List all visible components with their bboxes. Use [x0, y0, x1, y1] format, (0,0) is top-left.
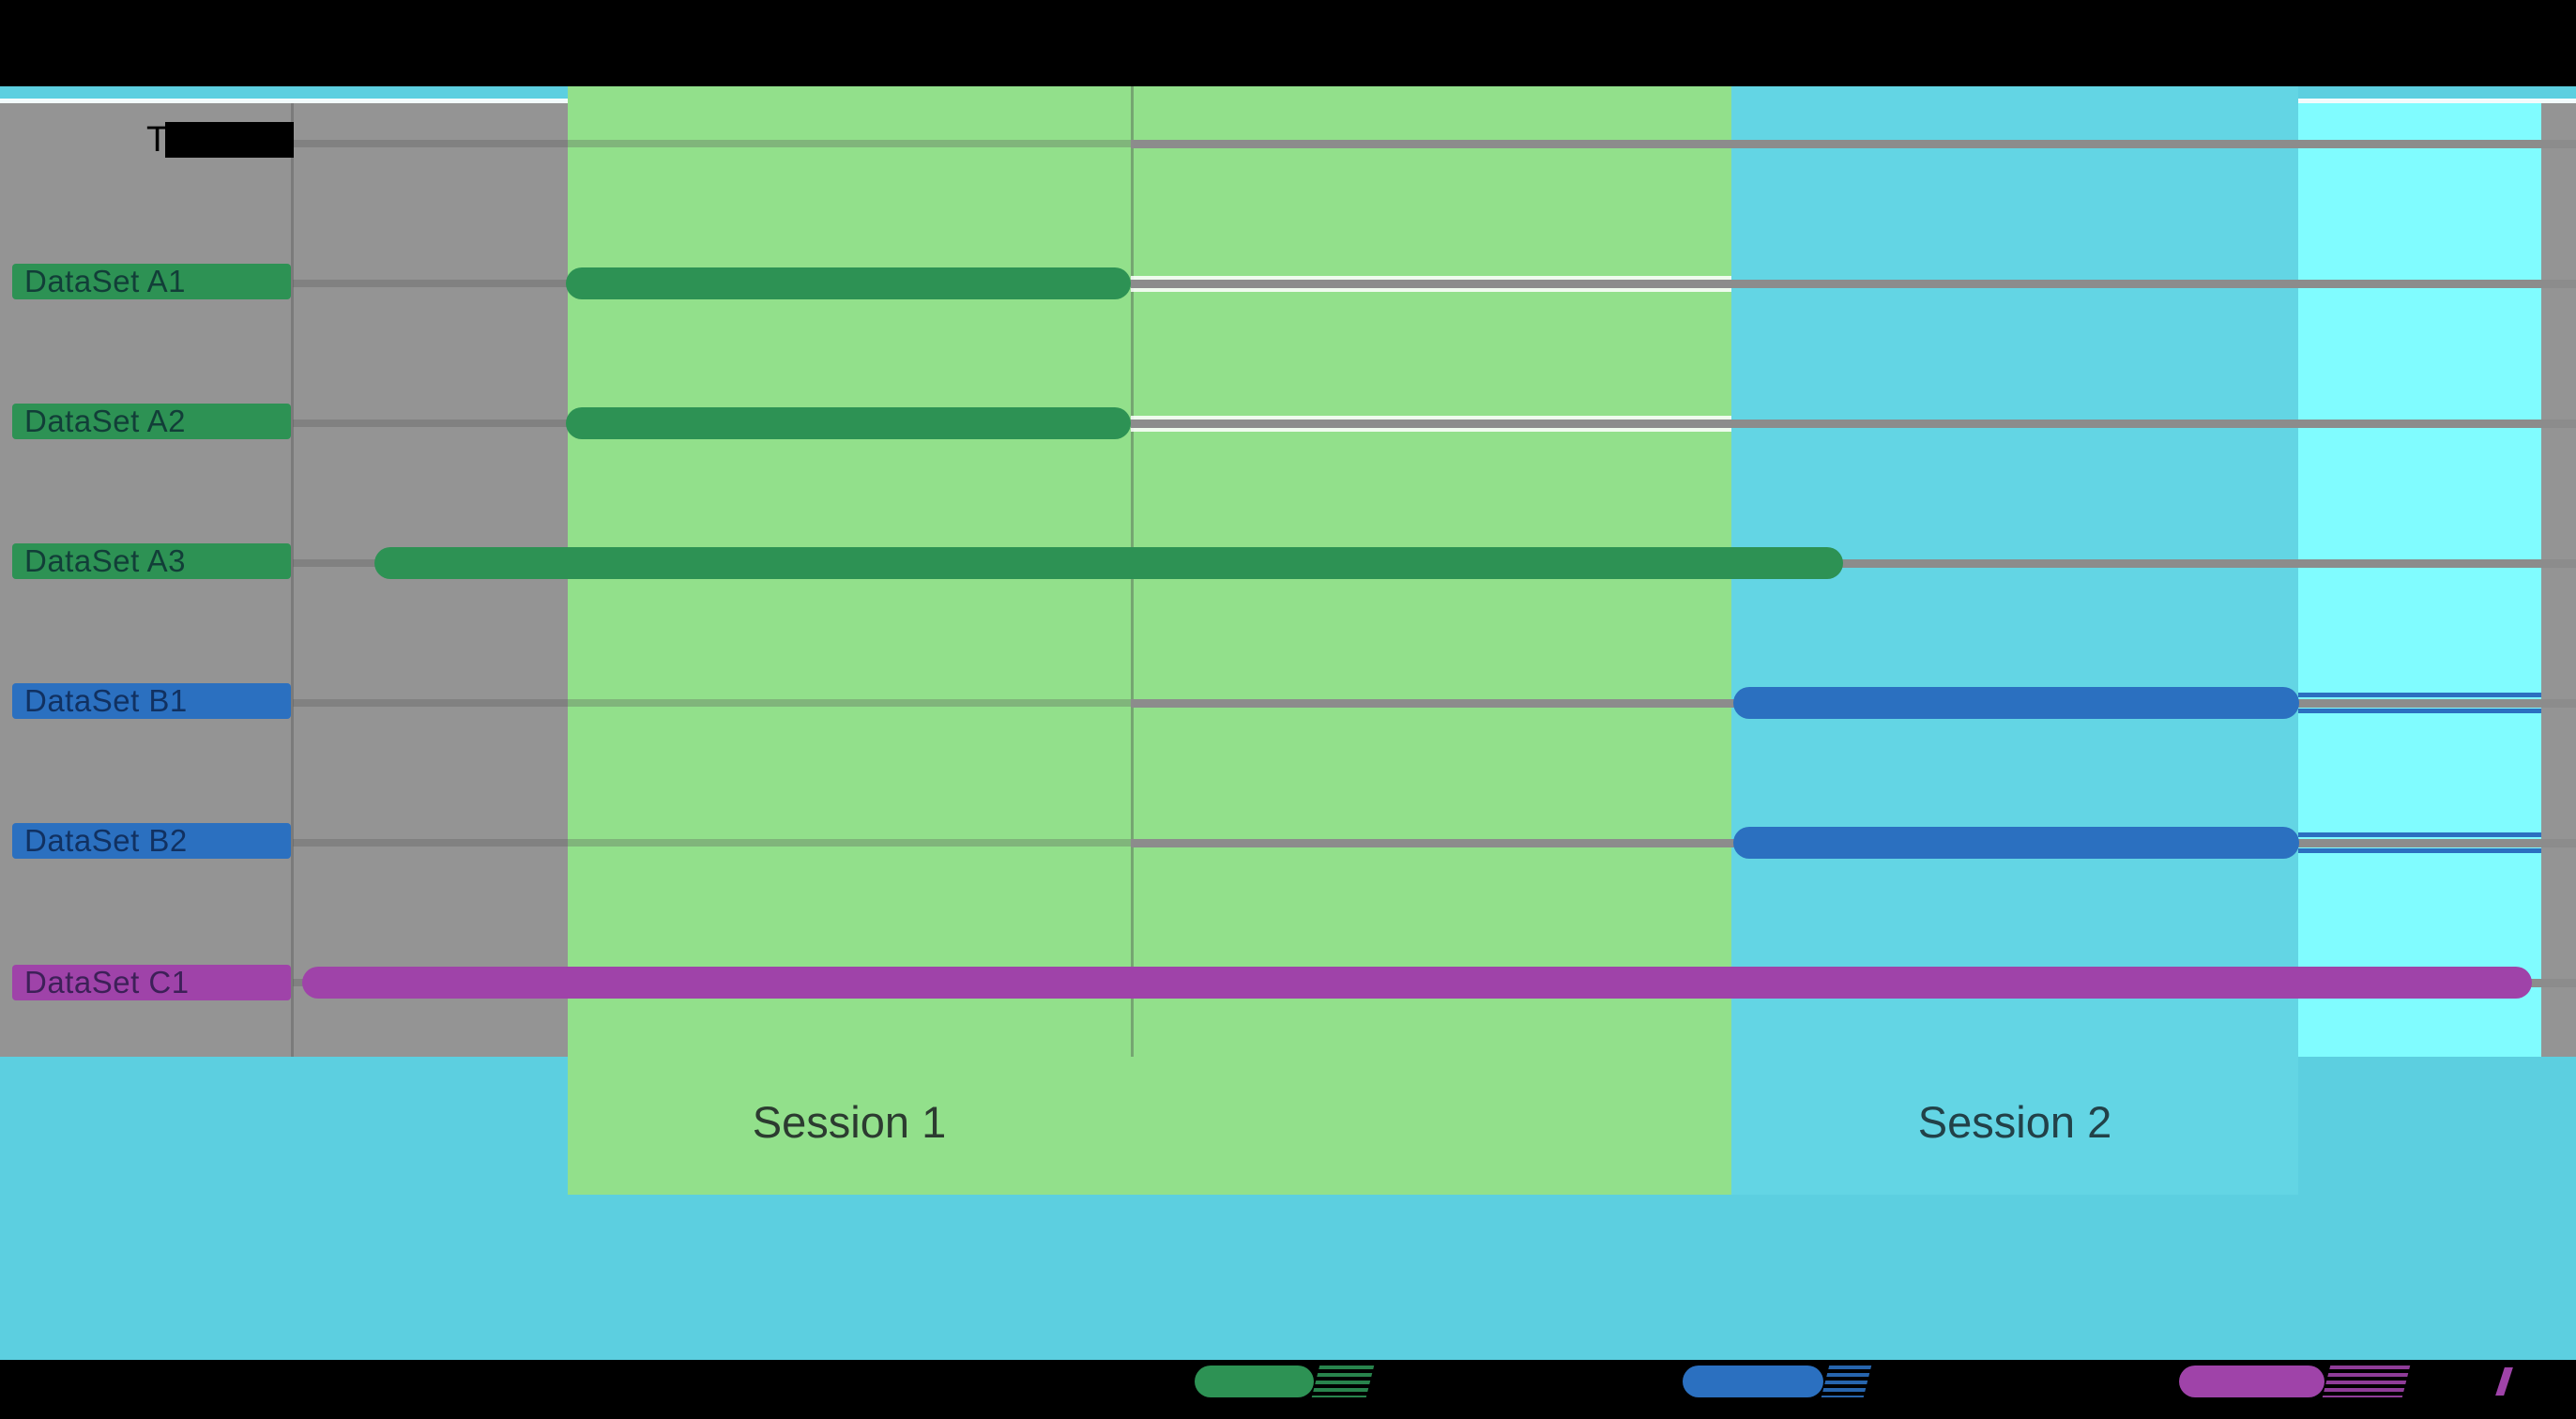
row-label-dataset-b2: DataSet B2 — [12, 823, 291, 859]
legend-redacted-label-streak — [1821, 1366, 1872, 1397]
timeline-bar-dataset-b1 — [1733, 687, 2299, 719]
gridline-row4-bar-remnant — [2298, 693, 2541, 697]
right-gutter — [2541, 103, 2576, 1057]
session1-band — [568, 86, 1731, 1195]
gridline-row5-bar-remnant — [2298, 848, 2541, 853]
gridline-row1-highlight — [1131, 288, 1731, 292]
gridline-row3 — [1131, 559, 2576, 568]
timeline-bar-dataset-a1 — [566, 267, 1131, 299]
row-label-dataset-a2: DataSet A2 — [12, 404, 291, 439]
redaction-box — [165, 122, 294, 158]
row-label-dataset-c1: DataSet C1 — [12, 965, 291, 1000]
row-label-dataset-a3: DataSet A3 — [12, 543, 291, 579]
legend-swatch-series-a — [1195, 1366, 1314, 1397]
gridline-row2 — [1131, 420, 2576, 428]
timeline-bar-dataset-c1 — [302, 967, 2532, 999]
unlabeled-third-band — [2298, 103, 2541, 1057]
top-letterbox — [0, 0, 2576, 86]
gridline-row2-highlight — [1131, 428, 1731, 432]
vertical-gridline-panel — [291, 103, 294, 1057]
timeline-bar-dataset-b2 — [1733, 827, 2299, 859]
legend-item-series-a — [1195, 1366, 1375, 1397]
gridline-row2-highlight — [1131, 416, 1731, 420]
gridline-row1-highlight — [1131, 276, 1731, 280]
session2-band — [1731, 86, 2298, 1195]
row-label-dataset-b1: DataSet B1 — [12, 683, 291, 719]
session2-caption: Session 2 — [1917, 1097, 2112, 1147]
legend-redacted-label-streak — [2322, 1366, 2411, 1397]
legend-redacted-label-streak — [1311, 1366, 1375, 1397]
timeline-bar-dataset-a3 — [374, 547, 1843, 579]
gridline-row4-bar-remnant — [2298, 709, 2541, 713]
gridline-row1 — [1131, 280, 2576, 288]
gridline-row5-faint — [293, 839, 1131, 847]
legend-item-series-b — [1683, 1366, 1872, 1397]
timeline-bar-dataset-a2 — [566, 407, 1131, 439]
legend-item-series-c — [2179, 1366, 2411, 1397]
gridline-row5-bar-remnant — [2298, 832, 2541, 837]
legend-swatch-series-b — [1683, 1366, 1823, 1397]
row-label-dataset-a1: DataSet A1 — [12, 264, 291, 299]
gridline-header-faint — [293, 140, 1131, 147]
gridline-header — [1131, 140, 2576, 148]
y-axis-label-panel — [0, 103, 568, 1057]
legend-swatch-series-c — [2179, 1366, 2324, 1397]
gridline-row4-faint — [293, 699, 1131, 707]
session1-caption: Session 1 — [752, 1097, 947, 1147]
